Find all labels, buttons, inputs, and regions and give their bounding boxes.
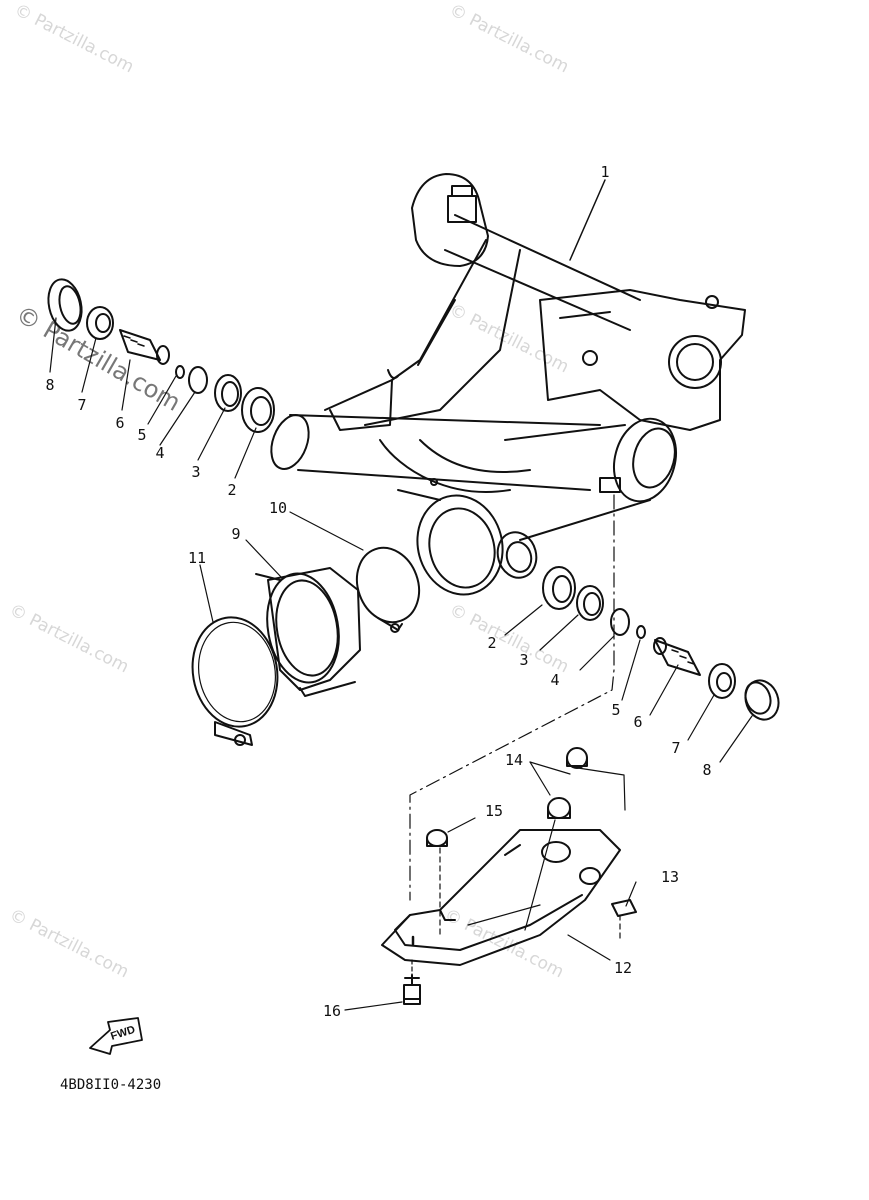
part-2-bearing-left [241, 387, 275, 433]
part-10-band [355, 546, 421, 624]
callout-7-left: 7 [77, 396, 87, 414]
callout-4-left: 4 [155, 444, 165, 462]
callout-6-right: 6 [633, 713, 643, 731]
chain-guard [381, 829, 621, 966]
part-4-collar-right [610, 608, 630, 636]
callout-2-right: 2 [487, 634, 497, 652]
callout-15: 15 [484, 802, 504, 820]
part-7-nut-left [86, 306, 114, 340]
part-2-bearing-right [542, 566, 576, 610]
callout-1: 1 [600, 163, 610, 181]
callout-5-left: 5 [137, 426, 147, 444]
right-leaders [504, 604, 753, 763]
part-6-shaft-right [654, 639, 701, 676]
part-16-bolt [403, 984, 421, 1000]
callout-13: 13 [660, 868, 680, 886]
diagram-code: 4BD8II0-4230 [60, 1077, 162, 1093]
part-5-oring-right [636, 625, 646, 639]
callout-11: 11 [187, 549, 207, 567]
boot-and-bands [191, 546, 421, 746]
part-14-grommet-b [547, 797, 571, 819]
callout-5-right: 5 [611, 701, 621, 719]
part-8-cap-left [47, 278, 83, 332]
callout-3-left: 3 [191, 463, 201, 481]
callout-12: 12 [613, 959, 633, 977]
callout-6-left: 6 [115, 414, 125, 432]
callout-10: 10 [268, 499, 288, 517]
fwd-arrow [89, 1017, 143, 1055]
part-8-cap-right [744, 679, 780, 721]
part-15-plug [426, 829, 448, 847]
part-7-nut-right [708, 663, 736, 699]
callout-4-right: 4 [550, 671, 560, 689]
callout-8-right: 8 [702, 761, 712, 779]
left-pivot-parts [47, 278, 275, 433]
part-6-shaft-left [119, 329, 161, 361]
boot-leaders [199, 511, 364, 623]
right-pivot-parts [542, 566, 780, 721]
callout-2-left: 2 [227, 481, 237, 499]
callout-8-left: 8 [45, 376, 55, 394]
part-11-band [191, 616, 279, 728]
fwd-label: FWD [109, 1024, 137, 1043]
part-4-collar-left [188, 366, 208, 394]
part-9-boot [267, 567, 361, 691]
callout-14: 14 [504, 751, 524, 769]
callout-16: 16 [322, 1002, 342, 1020]
part-12-chain-guard [381, 829, 621, 966]
guard-small-parts [403, 747, 637, 1005]
swingarm-part-1 [270, 173, 746, 596]
part-3-seal-right [576, 585, 604, 621]
part-5-oring-left [175, 365, 185, 379]
part-3-seal-left [214, 374, 242, 412]
guard-leaders [344, 761, 637, 1011]
callout-9: 9 [231, 525, 241, 543]
part-13-pad [611, 899, 637, 917]
left-leaders [49, 317, 257, 479]
callout-3-right: 3 [519, 651, 529, 669]
callout-7-right: 7 [671, 739, 681, 757]
